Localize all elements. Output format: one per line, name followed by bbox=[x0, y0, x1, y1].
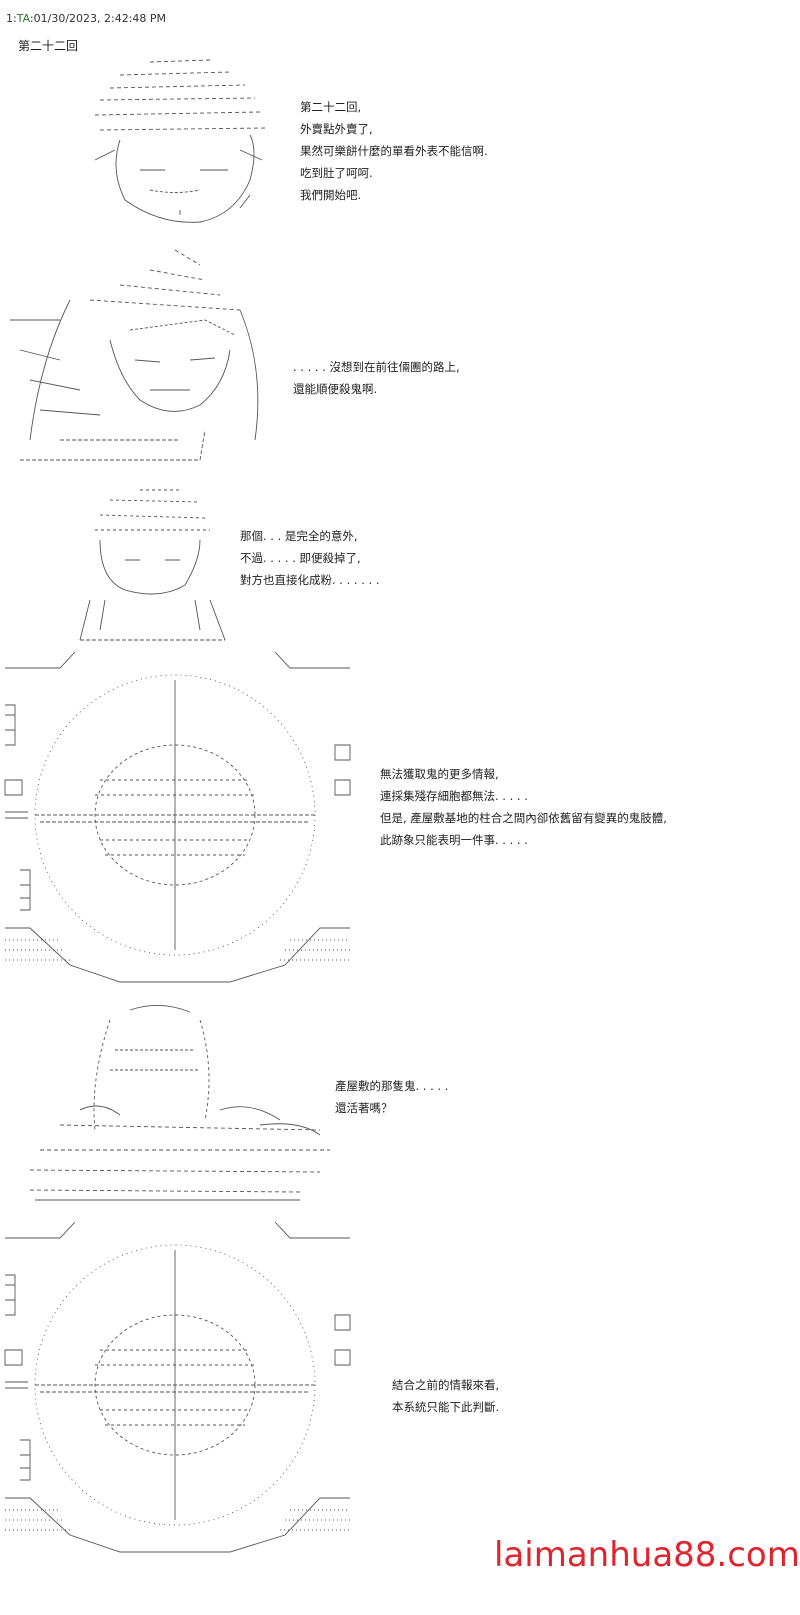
dialogue-block-2: . . . . . 沒想到在前往倆團的路上, 還能順便殺鬼啊. bbox=[293, 360, 460, 396]
dialogue-block-1: 第二十二回, 外賣點外賣了, 果然可樂餅什麼的單看外表不能信啊. 吃到肚了呵呵.… bbox=[300, 100, 488, 202]
post-header: 1:TA:01/30/2023, 2:42:48 PM bbox=[6, 12, 167, 25]
character-face-art bbox=[94, 59, 266, 223]
watermark-text: laimanhua88.com bbox=[494, 1535, 800, 1575]
post-number: 1 bbox=[6, 12, 13, 25]
post-datetime: :01/30/2023, 2:42:48 PM bbox=[29, 12, 167, 25]
character-portrait-art bbox=[10, 249, 259, 461]
dialogue-block-3: 那個. . . 是完全的意外, 不過. . . . . 即便殺掉了, 對方也直接… bbox=[240, 529, 380, 587]
hud-scope-art-1 bbox=[4, 651, 351, 983]
hud-scope-art-2 bbox=[4, 1221, 351, 1553]
group-figures-art bbox=[29, 1005, 330, 1201]
poster-name[interactable]: TA bbox=[16, 12, 30, 25]
dialogue-block-5: 產屋敷的那隻鬼. . . . . 還活著嗎？ bbox=[335, 1079, 449, 1115]
dialogue-block-4: 無法獲取鬼的更多情報, 連採集殘存細胞都無法. . . . . 但是, 產屋敷基… bbox=[380, 767, 667, 847]
chapter-title: 第二十二回 bbox=[18, 39, 79, 53]
dialogue-block-6: 結合之前的情報來看, 本系統只能下此判斷. bbox=[392, 1378, 500, 1414]
character-figure-art bbox=[79, 489, 226, 641]
